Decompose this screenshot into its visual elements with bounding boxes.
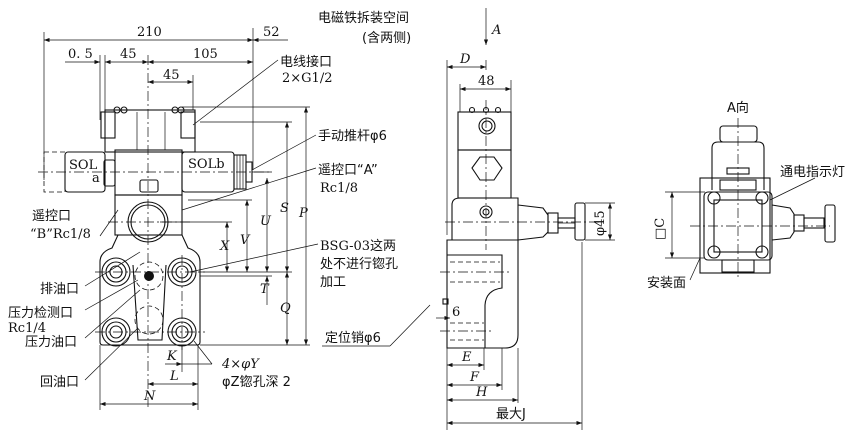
dim-u: U xyxy=(260,214,272,229)
dim-d: D xyxy=(459,52,471,67)
front-view: 210 52 0. 5 45 105 45 SOL a SOLb xyxy=(8,11,431,410)
dim-e: E xyxy=(461,350,472,365)
side-view: A D 48 φ45 6 xyxy=(436,8,615,430)
dim-q: Q xyxy=(280,301,291,316)
sol-b-label: SOLb xyxy=(188,157,225,172)
label-removal-space: 电磁铁拆装空间 xyxy=(318,11,409,26)
dim-h: H xyxy=(475,385,488,400)
dim-square-c: □C xyxy=(653,218,668,240)
label-holes: 4×φY xyxy=(221,357,260,372)
label-remote-b: 遥控口 xyxy=(32,209,71,224)
dim-n: N xyxy=(143,389,156,404)
a-view-title: A向 xyxy=(727,100,749,116)
dim-45-inner: 45 xyxy=(163,68,180,83)
view-arrow-a: A xyxy=(491,23,501,38)
label-manual-pin: 手动推杆φ6 xyxy=(318,129,387,144)
dim-105: 105 xyxy=(193,47,218,62)
label-mounting-face: 安装面 xyxy=(647,276,686,291)
dim-k: K xyxy=(166,349,178,364)
label-remote-a: 遥控口“A” xyxy=(318,163,378,178)
label-removal-space-note: (含两侧) xyxy=(362,30,411,46)
dim-p: P xyxy=(298,206,308,221)
label-gauge-port-size: Rc1/4 xyxy=(8,321,46,336)
dim-210: 210 xyxy=(137,25,162,40)
label-remote-a-size: Rc1/8 xyxy=(320,181,358,196)
dim-f: F xyxy=(469,370,480,385)
label-remote-b-size: “B”Rc1/8 xyxy=(30,227,91,242)
dim-0-5: 0. 5 xyxy=(68,47,93,62)
dim-52: 52 xyxy=(263,25,280,40)
label-bsg-note-2: 处不进行锪孔 xyxy=(320,256,398,272)
dim-45-left: 45 xyxy=(120,47,137,62)
dim-x: X xyxy=(219,239,230,254)
label-bsg-note-1: BSG-03这两 xyxy=(320,238,396,254)
sol-a-sub: a xyxy=(92,171,100,186)
dim-48: 48 xyxy=(478,74,495,89)
dim-t: T xyxy=(260,282,270,297)
dim-l: L xyxy=(169,369,179,384)
label-power-indicator: 通电指示灯 xyxy=(780,165,845,180)
label-pressure-port: 压力油口 xyxy=(25,335,77,350)
label-spotface: φZ锪孔深 2 xyxy=(222,374,291,390)
label-gauge-port: 压力检测口 xyxy=(8,306,73,321)
dim-6: 6 xyxy=(452,305,460,320)
label-return-port: 回油口 xyxy=(40,375,79,390)
label-bsg-note-3: 加工 xyxy=(320,275,346,290)
dim-phi45: φ45 xyxy=(593,210,608,236)
a-direction-view: A向 □C 通电指示灯 安装面 xyxy=(647,100,845,291)
label-locating-pin: 定位销φ6 xyxy=(325,331,381,346)
dim-max-j: 最大J xyxy=(496,407,526,422)
sol-a-label: SOL xyxy=(69,158,98,173)
label-wire-port-size: 2×G1/2 xyxy=(282,71,332,86)
label-wire-port: 电线接口 xyxy=(280,54,332,70)
label-drain-port: 排油口 xyxy=(40,282,79,297)
dim-v: V xyxy=(240,233,251,248)
dim-s: S xyxy=(280,201,289,216)
